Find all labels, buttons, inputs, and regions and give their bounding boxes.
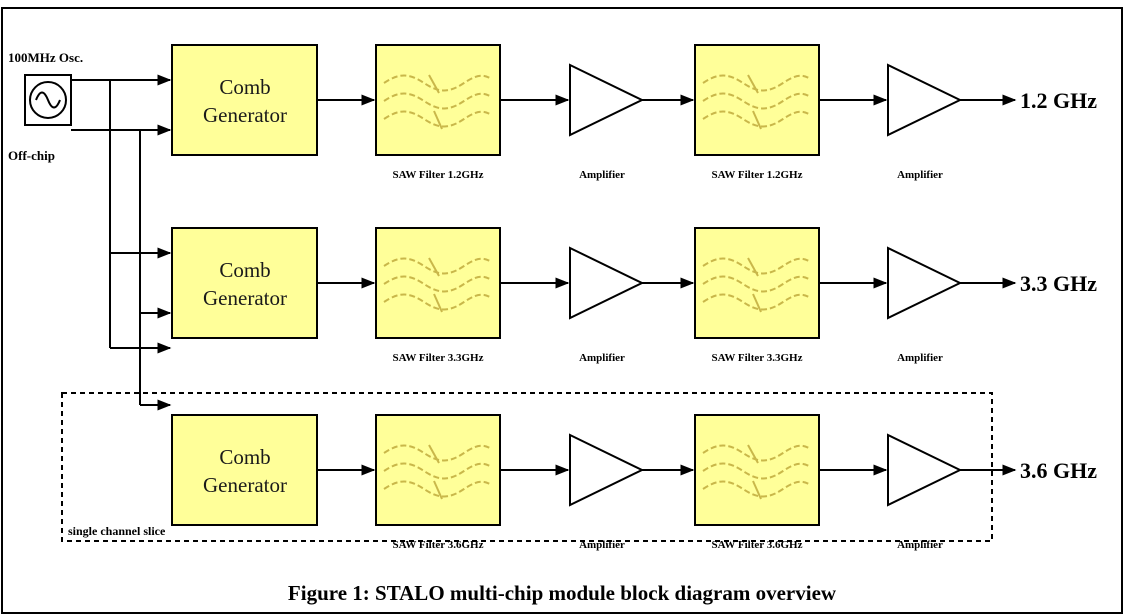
- amplifier-2: Amplifier: [887, 246, 963, 364]
- diagram-frame: [1, 7, 1123, 614]
- oscillator-label: 100MHz Osc.: [8, 50, 83, 65]
- amplifier-triangle-icon: [569, 433, 645, 507]
- amplifier-triangle-icon: [887, 246, 963, 320]
- amplifier-1-label: Amplifier: [579, 539, 625, 551]
- comb-label-line1: Comb: [219, 445, 270, 469]
- amplifier-triangle-icon: [569, 63, 645, 137]
- saw-filter-2-label: SAW Filter 3.3GHz: [712, 352, 803, 364]
- oscillator-sublabel: Off-chip: [8, 148, 55, 163]
- amplifier-2-label: Amplifier: [897, 352, 943, 364]
- slice-label: single channel slice: [68, 524, 166, 538]
- amplifier-triangle-icon: [887, 63, 963, 137]
- amplifier-1: Amplifier: [569, 246, 645, 364]
- saw-filter-1-label: SAW Filter 1.2GHz: [393, 169, 484, 181]
- oscillator-box: [24, 74, 72, 126]
- saw-filter-1-block: SAW Filter 3.3GHz: [375, 227, 501, 364]
- output-frequency-label: 3.6 GHz: [1020, 458, 1097, 483]
- saw-filter-1-block: SAW Filter 1.2GHz: [375, 44, 501, 181]
- saw-filter-2-label: SAW Filter 3.6GHz: [712, 539, 803, 551]
- amplifier-1-label: Amplifier: [579, 352, 625, 364]
- saw-filter-1-block: SAW Filter 3.6GHz: [375, 414, 501, 551]
- amplifier-2: Amplifier: [887, 63, 963, 181]
- amplifier-triangle-icon: [887, 433, 963, 507]
- comb-label-line1: Comb: [219, 258, 270, 282]
- amplifier-2-label: Amplifier: [897, 169, 943, 181]
- output-frequency-label: 1.2 GHz: [1020, 88, 1097, 113]
- amplifier-1: Amplifier: [569, 433, 645, 551]
- oscillator: 100MHz Osc. Off-chip: [8, 50, 83, 163]
- comb-label-line2: Generator: [203, 473, 287, 497]
- amplifier-1-label: Amplifier: [579, 169, 625, 181]
- comb-label-line2: Generator: [203, 286, 287, 310]
- figure-caption: Figure 1: STALO multi-chip module block …: [288, 581, 837, 605]
- clock-distribution: [71, 74, 172, 411]
- amplifier-2: Amplifier: [887, 433, 963, 551]
- comb-label-line1: Comb: [219, 75, 270, 99]
- comb-label-line2: Generator: [203, 103, 287, 127]
- sine-wave-icon: [35, 91, 61, 109]
- single-channel-slice-box: [61, 392, 993, 542]
- output-frequency-label: 3.3 GHz: [1020, 271, 1097, 296]
- saw-filter-2-block: SAW Filter 1.2GHz: [694, 44, 820, 181]
- saw-filter-2-block: SAW Filter 3.3GHz: [694, 227, 820, 364]
- saw-filter-2-block: SAW Filter 3.6GHz: [694, 414, 820, 551]
- amplifier-1: Amplifier: [569, 63, 645, 181]
- saw-filter-2-label: SAW Filter 1.2GHz: [712, 169, 803, 181]
- sine-source-icon: [29, 81, 67, 119]
- saw-filter-1-label: SAW Filter 3.6GHz: [393, 539, 484, 551]
- amplifier-triangle-icon: [569, 246, 645, 320]
- saw-filter-1-label: SAW Filter 3.3GHz: [393, 352, 484, 364]
- amplifier-2-label: Amplifier: [897, 539, 943, 551]
